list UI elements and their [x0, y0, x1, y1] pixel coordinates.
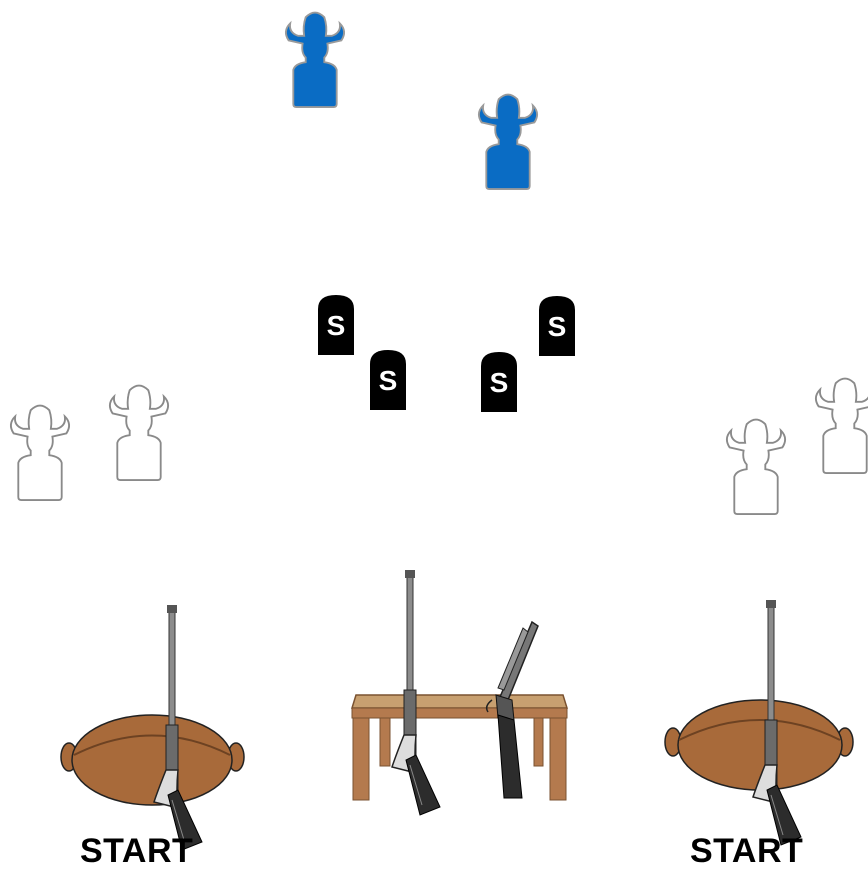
blue-targets	[286, 13, 537, 190]
steel-plate-letter: S	[548, 311, 567, 342]
table-icon	[352, 695, 567, 800]
start-label-right: START	[690, 834, 803, 868]
steel-plates: S S S S	[318, 295, 575, 412]
white-targets-right	[727, 379, 868, 515]
white-target	[727, 420, 785, 515]
blue-target	[479, 95, 537, 190]
steel-plate: S	[481, 352, 517, 412]
white-targets-left	[11, 386, 168, 501]
steel-plate-letter: S	[379, 365, 398, 396]
white-target	[110, 386, 168, 481]
white-target	[11, 406, 69, 501]
barrel-icon	[665, 700, 853, 790]
steel-plate-letter: S	[490, 367, 509, 398]
rifle-icon	[392, 570, 440, 815]
left-barrel-station	[61, 605, 244, 850]
steel-plate: S	[370, 350, 406, 410]
steel-plate: S	[318, 295, 354, 355]
steel-plate: S	[539, 296, 575, 356]
start-label-left: START	[80, 834, 193, 868]
steel-plate-letter: S	[327, 310, 346, 341]
barrel-icon	[61, 715, 244, 805]
center-table-station	[352, 570, 567, 815]
blue-target	[286, 13, 344, 108]
right-barrel-station	[665, 600, 853, 845]
white-target	[816, 379, 868, 474]
